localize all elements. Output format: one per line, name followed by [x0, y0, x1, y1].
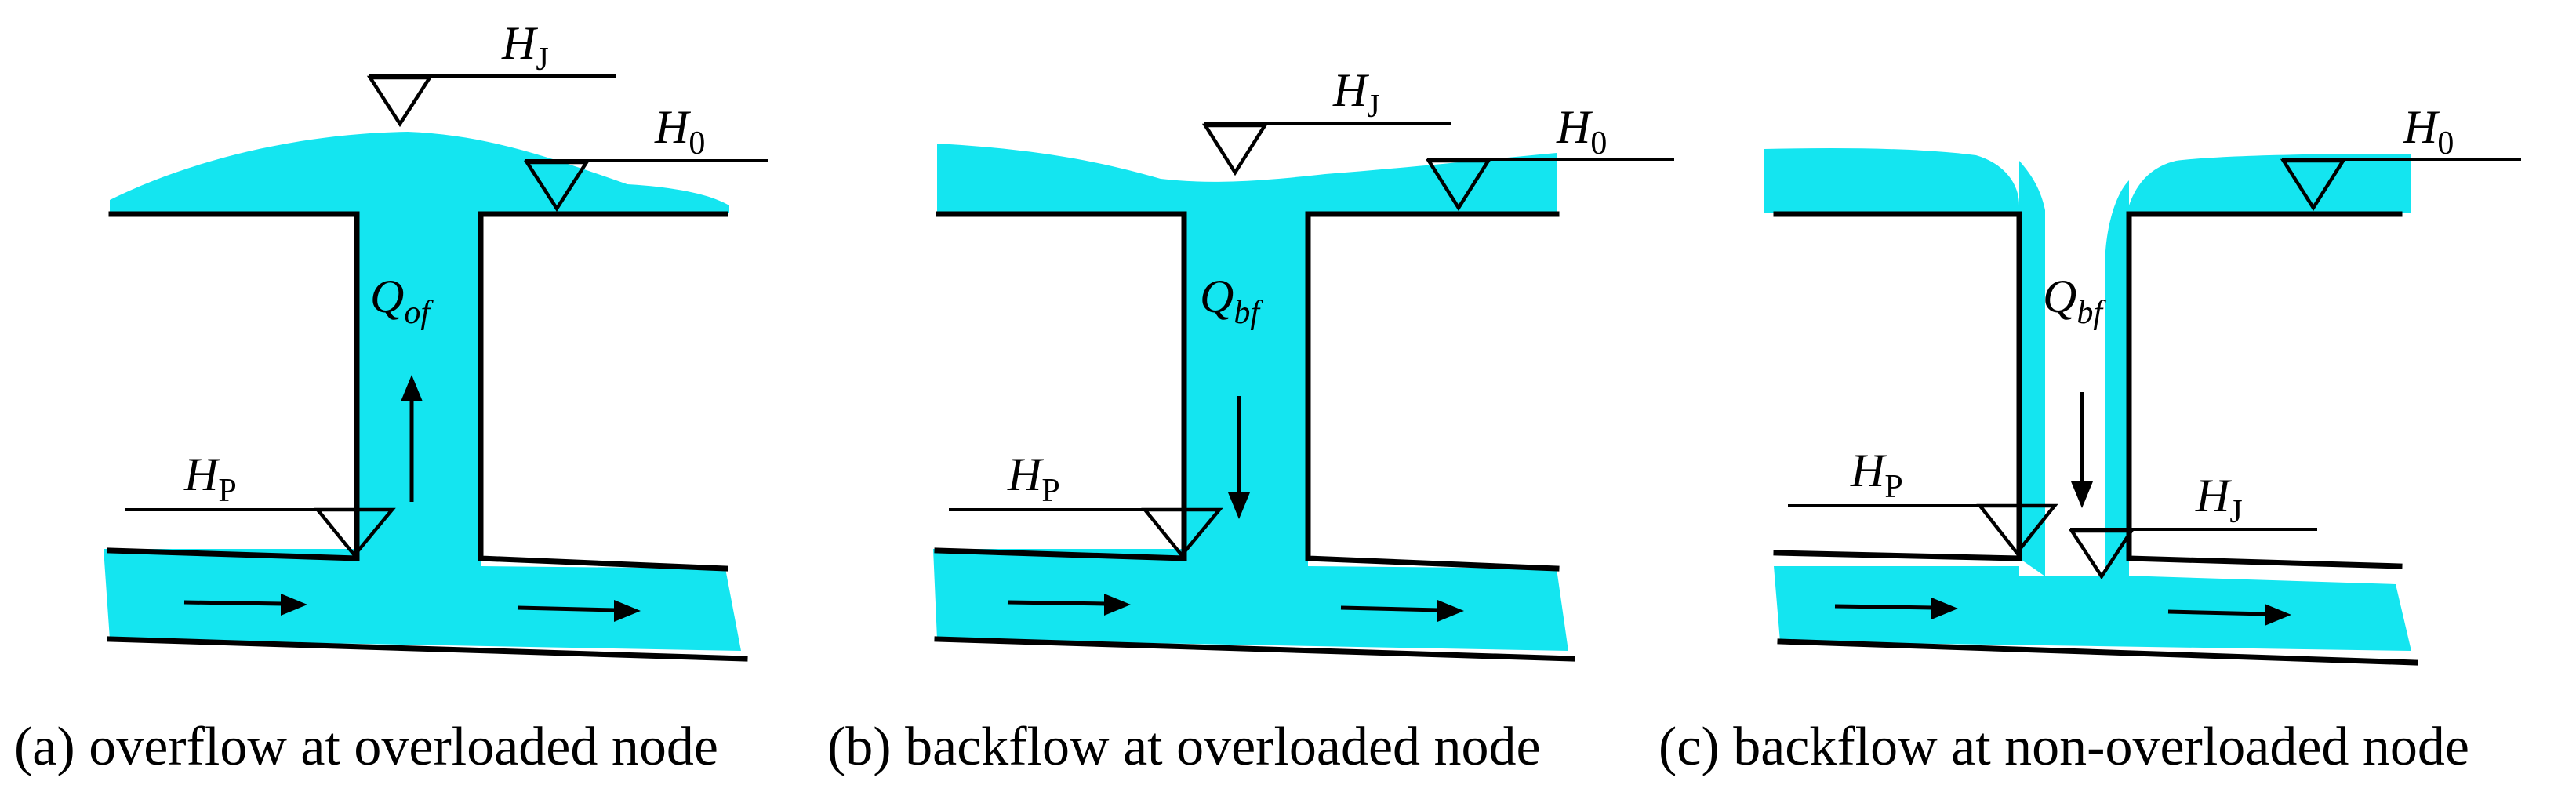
panel-b-shaft-water [1184, 213, 1308, 558]
panel-a-hp-label: HP [183, 449, 237, 509]
panel-a-shaft-arrow-head [401, 375, 423, 401]
panel-c-hj-triangle [2068, 529, 2135, 580]
panel-a-hj-label: HJ [501, 17, 549, 78]
panel-c-hp-label: HP [1850, 445, 1903, 505]
panel-c-pipe-arrow-right-head [2265, 604, 2291, 626]
panel-c-surface-water-left [1764, 147, 2019, 213]
panel-a-hp-triangle [314, 507, 396, 558]
panel-b-pipe-arrow-left-head [1104, 594, 1131, 616]
panel-a-h0-triangle [523, 160, 590, 213]
panel-b-ground-right [1305, 211, 1560, 572]
panel-b-hp-triangle [1141, 507, 1223, 558]
panel-b-pipe-water [933, 549, 1568, 651]
panel-a-ground-left [107, 211, 360, 561]
panel-c-h0-label: H0 [2403, 101, 2454, 162]
panel-a-flow-label: Qof [370, 271, 434, 331]
panel-a-ground-right [478, 211, 728, 572]
panel-a-caption: (a) overflow at overloaded node [14, 717, 718, 777]
panel-b-h0-label: H0 [1556, 101, 1607, 162]
panel-b-ground-left [934, 211, 1187, 561]
panel-c-pipe-water [1774, 566, 2411, 651]
panel-c-h0-triangle [2280, 158, 2347, 212]
panel-c-shaft-arrow-head [2071, 481, 2093, 508]
panel-b-caption: (b) backflow at overloaded node [827, 717, 1541, 777]
panel-b-hj-label: HJ [1332, 64, 1380, 125]
panel-a: HJ H0 HP Qof (a) overflow at overloaded … [14, 17, 768, 777]
panel-c-right-film [2105, 180, 2129, 576]
panel-b-hp-label: HP [1007, 449, 1060, 509]
panel-b-shaft-arrow-head [1228, 492, 1250, 519]
panel-b-hj-triangle [1201, 123, 1269, 176]
panel-b: HJ H0 HP Qbf (b) backflow at overloaded … [827, 64, 1674, 777]
panel-b-pipe-arrow-left-shaft [1007, 600, 1106, 606]
panel-a-pipe-arrow-right-head [614, 600, 641, 622]
panel-c-pipe-arrow-left-shaft [1834, 604, 1934, 610]
panel-c-flow-label: Qbf [2043, 271, 2106, 331]
panel-b-h0-triangle [1425, 158, 1492, 212]
panel-c-pipe-arrow-left-head [1931, 598, 1958, 619]
panel-b-flow-label: Qbf [1200, 271, 1263, 331]
panel-c-surface-water-right [2129, 154, 2411, 213]
panel-c-ground-right [2126, 211, 2403, 569]
panel-c-caption: (c) backflow at non-overloaded node [1659, 717, 2469, 777]
panel-a-pipe-bottom [107, 636, 748, 662]
panel-a-shaft-water [357, 213, 481, 558]
panel-b-pipe-arrow-right-head [1437, 600, 1464, 622]
panel-c-pipe-bottom [1777, 638, 2418, 666]
panel-c-hp-triangle [1976, 503, 2058, 556]
panel-a-hj-triangle [366, 75, 434, 128]
panel-b-pipe-bottom [934, 636, 1575, 662]
panel-b-surface-water [937, 144, 1557, 213]
panel-a-pipe-arrow-left-shaft [183, 600, 283, 606]
panel-b-pipe-arrow-right-shaft [1340, 605, 1440, 612]
panel-c: H0 HP HJ Qbf (c) backflow at non-overloa… [1659, 101, 2521, 777]
panel-c-pipe-arrow-right-shaft [2167, 609, 2267, 616]
panel-c-ground-left [1773, 211, 2022, 561]
panel-a-pipe-arrow-left-head [281, 594, 307, 616]
panel-a-h0-label: H0 [654, 101, 705, 162]
panel-a-pipe-arrow-right-shaft [517, 605, 616, 612]
panel-c-left-film [2019, 161, 2045, 576]
panel-a-pipe-water [104, 549, 741, 651]
panel-a-surface-water [110, 132, 729, 213]
panel-c-hj-label: HJ [2195, 470, 2243, 530]
